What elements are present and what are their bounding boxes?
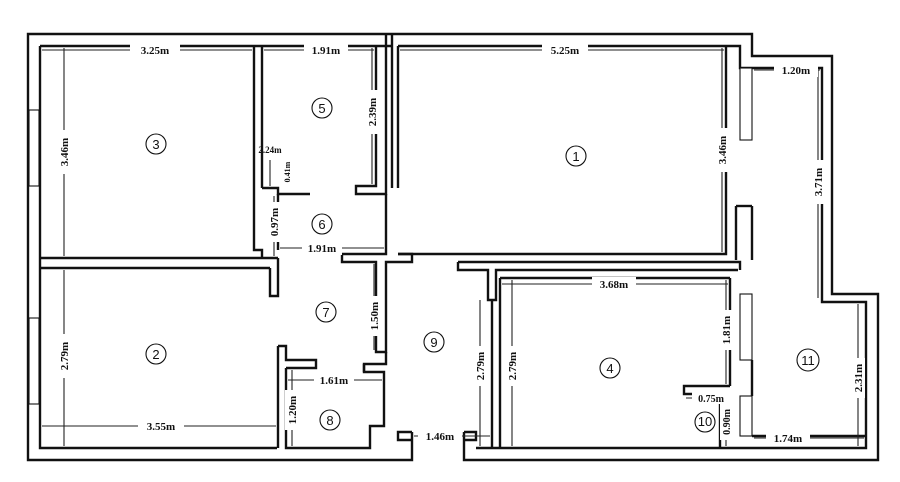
dim-label-1-91-top: 1.91m bbox=[304, 43, 348, 57]
wall-room8-top-left bbox=[278, 344, 318, 370]
wall-room1-bottom bbox=[398, 46, 728, 256]
dim-label-2-39: 2.39m bbox=[365, 90, 379, 134]
dim-text-1-91-top: 1.91m bbox=[312, 45, 340, 57]
dim-text-1-74: 1.74m bbox=[774, 433, 802, 445]
window-room3 bbox=[28, 109, 40, 187]
dim-label-1-61: 1.61m bbox=[314, 373, 354, 387]
dim-text-3-55: 3.55m bbox=[147, 421, 175, 433]
dim-text-0-97: 0.97m bbox=[269, 208, 281, 236]
svg-text:7: 7 bbox=[322, 305, 329, 320]
dim-text-3-68: 3.68m bbox=[600, 279, 628, 291]
dimension-labels: 3.25m 1.91m 5.25m 1.20m 1.91m 3.68m 1.61… bbox=[57, 43, 865, 445]
svg-text:9: 9 bbox=[430, 335, 437, 350]
dim-label-1-50: 1.50m bbox=[367, 296, 381, 336]
dim-label-3-68: 3.68m bbox=[592, 277, 636, 291]
wall-room4-top-inner bbox=[456, 262, 738, 302]
dim-text-2-79-left: 2.79m bbox=[59, 342, 71, 370]
dim-label-1-20-top: 1.20m bbox=[774, 63, 818, 77]
dim-label-2-31: 2.31m bbox=[851, 358, 865, 398]
room-number-1: 1 bbox=[565, 145, 587, 167]
room-number-2: 2 bbox=[145, 343, 167, 365]
dim-label-2-79-b: 2.79m bbox=[505, 346, 519, 386]
wall-room67-right bbox=[340, 194, 414, 354]
window-room10 bbox=[739, 395, 753, 437]
wall-entry-stub bbox=[396, 430, 412, 442]
dim-text-5-25: 5.25m bbox=[551, 45, 579, 57]
dim-label-0-97: 0.97m bbox=[267, 202, 281, 242]
dim-label-3-55: 3.55m bbox=[138, 419, 184, 433]
dim-text-3-71: 3.71m bbox=[813, 168, 825, 196]
svg-text:8: 8 bbox=[326, 413, 333, 428]
svg-text:4: 4 bbox=[606, 361, 613, 376]
outer-wall-left-block bbox=[26, 32, 414, 462]
room-number-6: 6 bbox=[311, 213, 333, 235]
dim-text-1-20-top: 1.20m bbox=[782, 65, 810, 77]
dim-text-1-46: 1.46m bbox=[426, 431, 454, 443]
dim-label-3-71: 3.71m bbox=[811, 160, 825, 204]
dim-text-2-24: 2.24m bbox=[258, 145, 282, 155]
dim-label-3-25: 3.25m bbox=[130, 43, 180, 57]
room-numbers: 1 2 3 4 5 6 7 8 bbox=[145, 97, 820, 433]
dim-text-2-79-a: 2.79m bbox=[475, 352, 487, 380]
dim-label-2-79-a: 2.79m bbox=[473, 346, 487, 386]
svg-text:10: 10 bbox=[698, 414, 712, 429]
outer-wall-right-inner bbox=[398, 44, 868, 450]
svg-text:1: 1 bbox=[572, 149, 579, 164]
window-room1 bbox=[739, 67, 753, 141]
dim-text-1-50: 1.50m bbox=[369, 302, 381, 330]
window-room2 bbox=[28, 317, 40, 405]
wall-room4-top-outer bbox=[458, 260, 742, 270]
svg-text:2: 2 bbox=[152, 347, 159, 362]
svg-text:5: 5 bbox=[318, 101, 325, 116]
dim-text-2-31: 2.31m bbox=[853, 364, 865, 392]
dim-text-1-20-bot: 1.20m bbox=[287, 396, 299, 424]
dim-text-3-46-left: 3.46m bbox=[59, 138, 71, 166]
dim-label-1-46: 1.46m bbox=[418, 429, 462, 443]
wall-room3-right-b bbox=[252, 46, 264, 258]
dim-label-3-46-right: 3.46m bbox=[715, 128, 729, 172]
dim-label-5-25: 5.25m bbox=[542, 43, 588, 57]
room-number-5: 5 bbox=[311, 97, 333, 119]
room-number-9: 9 bbox=[423, 331, 445, 353]
windows bbox=[28, 67, 753, 437]
dim-label-0-90: 0.90m bbox=[720, 404, 733, 440]
room-number-3: 3 bbox=[145, 133, 167, 155]
dim-text-0-90: 0.90m bbox=[722, 408, 733, 435]
dim-text-0-75: 0.75m bbox=[698, 394, 725, 405]
room-number-11: 11 bbox=[796, 348, 820, 372]
dim-label-3-46-left: 3.46m bbox=[57, 130, 71, 174]
wall-room5-right bbox=[354, 46, 388, 196]
dim-text-1-61: 1.61m bbox=[320, 375, 348, 387]
wall-room5-stub bbox=[262, 186, 310, 196]
dim-text-1-91-mid: 1.91m bbox=[308, 243, 336, 255]
room-number-8: 8 bbox=[319, 409, 341, 431]
wall-room8-right bbox=[284, 352, 388, 450]
svg-text:6: 6 bbox=[318, 217, 325, 232]
room-number-4: 4 bbox=[599, 357, 621, 379]
window-room4 bbox=[739, 293, 753, 361]
room-number-7: 7 bbox=[315, 301, 337, 323]
dim-label-2-79-left: 2.79m bbox=[57, 334, 71, 378]
dim-label-0-41: 0.41m bbox=[283, 161, 292, 182]
dim-text-3-25: 3.25m bbox=[141, 45, 169, 57]
dim-label-0-75: 0.75m bbox=[692, 391, 730, 405]
dim-label-1-74: 1.74m bbox=[766, 431, 810, 445]
room-number-10: 10 bbox=[694, 411, 716, 433]
outer-wall-left-inner-loop bbox=[38, 46, 277, 450]
dim-text-3-46-right: 3.46m bbox=[717, 136, 729, 164]
dim-text-2-79-b: 2.79m bbox=[507, 352, 519, 380]
dim-text-1-81: 1.81m bbox=[721, 316, 733, 344]
dim-label-2-24: 2.24m bbox=[258, 145, 282, 155]
wall-room2-top-right bbox=[268, 258, 280, 298]
dim-text-0-41: 0.41m bbox=[283, 161, 292, 182]
svg-text:11: 11 bbox=[801, 353, 815, 368]
outer-wall-right-block bbox=[392, 32, 880, 462]
svg-text:3: 3 bbox=[152, 137, 159, 152]
dim-label-1-81: 1.81m bbox=[719, 310, 733, 350]
dim-text-2-39: 2.39m bbox=[367, 98, 379, 126]
dim-label-1-20-bot: 1.20m bbox=[285, 390, 299, 430]
dim-label-1-91-mid: 1.91m bbox=[302, 241, 342, 255]
